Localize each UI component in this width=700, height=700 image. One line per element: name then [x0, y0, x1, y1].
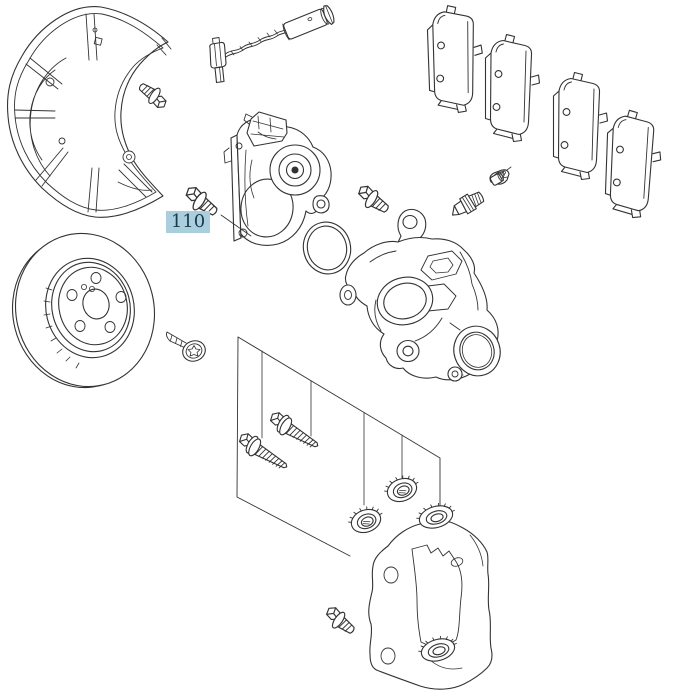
brake-pad-outer-right-illustration — [604, 109, 663, 219]
guide-bushing-1-illustration — [344, 501, 387, 538]
part-callout-110[interactable]: 110 — [166, 211, 210, 233]
bleeder-valve-illustration — [451, 191, 485, 216]
brake-pad-wear-sensor-illustration — [209, 5, 335, 84]
guide-pin-bolt-1-illustration — [234, 429, 293, 475]
bolt-110-illustration[interactable] — [179, 183, 252, 237]
parking-brake-actuator-illustration — [223, 111, 332, 246]
carrier-bolt-illustration — [320, 603, 360, 639]
shield-bolt-illustration — [134, 78, 172, 112]
caliper-guide-bolt-illustration — [352, 182, 394, 218]
brake-pad-outer-left-illustration — [426, 4, 485, 114]
brake-caliper-illustration — [339, 208, 501, 382]
brake-pad-inner-right-illustration — [552, 71, 609, 181]
hardware-panel-illustration — [236, 336, 441, 557]
brake-dust-shield-illustration — [6, 6, 172, 218]
brake-disc-illustration — [11, 232, 156, 389]
caliper-carrier-bracket-illustration — [368, 519, 493, 690]
disc-retaining-screw-illustration — [165, 331, 206, 362]
brake-pad-inner-left-illustration — [484, 33, 541, 143]
guide-pin-bolt-2-illustration — [265, 408, 324, 454]
actuator-seal-ring-illustration — [302, 221, 352, 275]
